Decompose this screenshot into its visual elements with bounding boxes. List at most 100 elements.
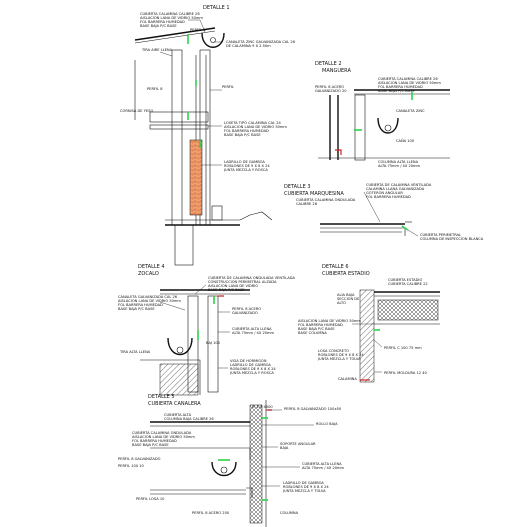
detail-5-title: DETALLE 5	[148, 394, 175, 400]
d4-label-17: JUNTA MEZCLA Y ROSCA	[229, 371, 274, 375]
detail-2-subtitle: MANGUERA	[322, 68, 351, 74]
d4-label-3: BASE BAJA P/C BASE	[208, 288, 245, 292]
detail-4-subtitle: ZOCALO	[138, 271, 159, 277]
d2-label-9: ALTA 75mm / 4X 20mm	[378, 164, 421, 168]
d1-label-14: BASE BAJA P/C BASE	[224, 133, 261, 137]
d5-label-14: ALTA 75mm / 4X 20mm	[302, 466, 345, 470]
d2-label-3: BASE BAJA P/C BASE	[378, 89, 415, 93]
d5-label-20: COLUMNA	[280, 511, 299, 515]
d5-label-6: AISLACION LANA DE VIDRIO 50mm	[132, 435, 195, 439]
d6-label-7: BASE BAJA P/C BASE	[298, 327, 335, 331]
detail-6-title: DETALLE 6	[322, 264, 349, 270]
d6-label-5: AISLACION LANA DE VIDRIO 50mm	[298, 319, 361, 323]
d5-label-12: PERFIL 100 10	[118, 464, 144, 468]
detail-5-subtitle: CUBIERTA CANALERA	[148, 401, 201, 407]
detail-2: DETALLE 2 MANGUERA CUBIERTA CALAMINA CAL…	[315, 61, 450, 168]
d5-label-5: CUBIERTA CALAMINA ONDULADA	[132, 431, 192, 435]
detail-4: DETALLE 4 ZOCALO CUBIERTA DE CALAMINA ON…	[118, 264, 296, 396]
d2-label-4: PERFIL 8 ACERO	[315, 85, 344, 89]
d5-label-4: ROLLO BAJA	[316, 422, 338, 426]
d1-label-10: CORNISA DE YESO	[120, 109, 153, 113]
d1-label-12: AISLACION LANA DE VIDRIO 50mm	[224, 125, 287, 129]
d5-label-3: COLUMNA BAJA CALIBRE 26	[164, 417, 214, 421]
d4-label-5: AISLACION LANA DE VIDRIO 50mm	[118, 299, 181, 303]
d4-label-7: BASE BAJA P/C BASE	[118, 307, 155, 311]
d3-label-0: CUBIERTA CALAMINA ONDULADA	[296, 198, 356, 202]
d4-label-6: FOL BARRERA HUMEDAD	[118, 303, 163, 307]
d5-label-0: E: 1:5 4500	[252, 405, 273, 409]
d1-label-7: TIRA AIRE LLENA	[141, 48, 173, 52]
d6-label-3: SECCION DE	[337, 297, 360, 301]
detail-4-title: DETALLE 4	[138, 264, 165, 270]
d1-label-5: CANALETA ZINC GALVANIZADA CAL 26	[226, 40, 296, 44]
d2-label-7: CAÑA 100	[396, 138, 415, 143]
detail-6-subtitle: CUBIERTA ESTADIO	[322, 271, 370, 277]
detail-1-title: DETALLE 1	[203, 5, 230, 11]
d4-label-14: VIGA DE HORMIGON	[230, 359, 267, 363]
detail-3-subtitle: CUBIERTA MARQUESINA	[284, 191, 344, 197]
d6-label-13: PERFIL MOLDURA 12 40	[384, 371, 427, 375]
d3-label-5: FOL BARRERA HUMEDAD	[366, 195, 411, 199]
d2-label-1: AISLACION LANA DE VIDRIO 50mm	[378, 81, 441, 85]
d1-label-1: AISLACION LANA DE VIDRIO 50mm	[140, 16, 203, 20]
d4-label-11: ALTA 75mm / 4X 20mm	[232, 331, 275, 335]
d5-label-1: PERFIL 8 GALVANIZADO 100x50	[284, 407, 342, 411]
d5-label-15: LADRILLO DE GAMBOA	[283, 481, 324, 485]
d4-label-1: CONSTRUCCION PERIMETRAL ALZADA	[208, 280, 277, 284]
d4-label-16: ROBLONES DE 9 X 8 X 24	[230, 367, 276, 371]
d2-label-6: CANALETA ZINC	[396, 109, 425, 113]
d5-label-2: CUBIERTA ALTA	[164, 413, 192, 417]
d3-label-7: COLUMNA DE INSPECCION BLANCA	[420, 237, 484, 241]
d1-label-17: JUNTA MEZCLA Y ROSCA	[223, 168, 268, 172]
d2-label-0: CUBIERTA CALAMINA CALIBRE 26	[378, 77, 438, 81]
d6-label-10: LOSA CONCRETO	[318, 349, 349, 353]
d5-label-16: ROBLONES DE 9 X 8 X 24	[283, 485, 329, 489]
detail-3-title: DETALLE 3	[284, 184, 311, 190]
d2-label-2: FOL BARRERA HUMEDAD	[378, 85, 423, 89]
d2-label-8: COLUMNA ALTA LLENA	[378, 160, 419, 164]
detail-6: DETALLE 6 CUBIERTA ESTADIO CUBIERTA ESTA…	[298, 264, 440, 383]
d4-label-13: TIRA ALTA LLENA	[119, 350, 151, 354]
d3-label-3: CALAMINA LLANA GALVANIZADA	[366, 187, 425, 191]
d4-label-10: CUBIERTA ALTA LLENA	[232, 327, 272, 331]
d6-label-2: ALIA BAJA	[337, 293, 355, 297]
d6-label-1: CUBIERTA CALIBRE 22	[388, 282, 428, 286]
d3-label-6: CUBIERTA PERIMETRAL	[420, 233, 461, 237]
d4-label-8: PERFIL 8 ACERO	[232, 307, 261, 311]
d6-label-12: JUNTA MEZCLA Y TOLVA	[317, 357, 361, 361]
d2-label-5: GALVANIZADO 20	[315, 89, 347, 93]
d5-label-17: JUNTA MEZCLA Y TOLVA	[282, 489, 326, 493]
d1-label-9: PERFIL	[222, 85, 234, 89]
d5-label-11: PERFIL 8 GALVANIZADO	[118, 457, 161, 461]
d1-label-13: FOL BARRERA HUMEDAD	[224, 129, 269, 133]
d4-label-2: AISLACION LANA DE VIDRIO	[208, 284, 258, 288]
d5-label-8: BASE BAJA P/C BASE	[132, 443, 169, 447]
d5-label-10: BAJA	[280, 446, 289, 450]
d1-label-8: PERFIL 8	[147, 87, 163, 91]
d1-label-3: BASE BAJA P/C BASE	[140, 24, 177, 28]
detail-2-title: DETALLE 2	[315, 61, 342, 67]
d1-label-16: ROBLONES DE 9 X 8 X 24	[224, 164, 270, 168]
d5-label-9: SOPORTE ANGULAR	[280, 442, 316, 446]
d1-label-15: LADRILLO DE GAMBOA	[224, 160, 265, 164]
d6-label-8: BASE COLUMNA	[298, 331, 327, 335]
d4-label-4: CANALETA GALVANIZADA CAL 26	[118, 295, 178, 299]
d4-label-12: BAJ 100	[206, 341, 221, 345]
d1-label-2: FOL BARRERA HUMEDAD	[140, 20, 185, 24]
d3-label-4: GOTERON ANGULAR	[366, 191, 403, 195]
d6-label-0: CUBIERTA ESTADIO	[388, 278, 422, 282]
d6-label-11: ROBLONES DE 9 X 8 X 24	[318, 353, 364, 357]
detail-3: DETALLE 3 CUBIERTA MARQUESINA CUBIERTA C…	[284, 183, 484, 241]
d6-label-6: FOL BARRERA HUMEDAD	[298, 323, 343, 327]
d1-label-0: CUBIERTA CALAMINA CALIBRE 26	[140, 12, 200, 16]
d4-label-9: GALVANIZADO	[232, 311, 258, 315]
d5-label-13: CUBIERTA ALTA LLENA	[302, 462, 342, 466]
d5-label-7: FOL BARRERA HUMEDAD	[132, 439, 177, 443]
d1-label-6: DE CALAMINA 9 X 2.50m	[226, 44, 271, 48]
d5-label-18: PERFIL LOSA 10	[136, 497, 165, 501]
d3-label-1: CALIBRE 26	[296, 202, 318, 206]
detail-5: DETALLE 5 CUBIERTA CANALERA E: 1:5 4500 …	[118, 394, 345, 527]
d4-label-15: LADRILLO DE GAMBOA	[230, 363, 271, 367]
d1-label-11: LOSETA TIPO CALAMINA CAL 24	[224, 121, 282, 125]
